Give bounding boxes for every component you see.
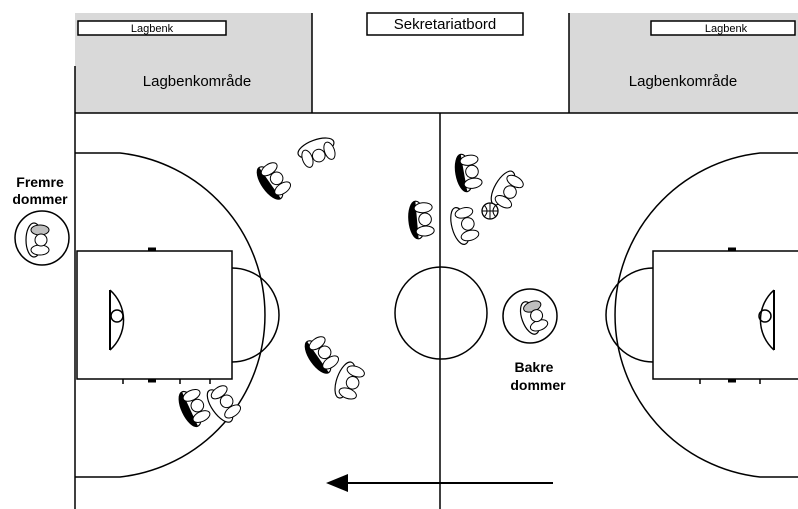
player-figure-icon	[446, 202, 482, 247]
bench-area-left: Lagbenk Lagbenkområde	[75, 13, 313, 113]
lead-official-label-line2: dommer	[12, 191, 68, 207]
player-figure-icon	[406, 199, 436, 241]
scorer-table: Sekretariatbord	[366, 12, 524, 36]
player-figure-icon	[251, 157, 295, 204]
trail-official-label-line2: dommer	[510, 377, 566, 393]
player-figure-icon	[452, 150, 484, 194]
player-figure-icon	[299, 331, 343, 378]
bench-box-right	[650, 20, 796, 36]
lane-marks	[122, 247, 761, 384]
bench-label-right: Lagbenk	[705, 23, 748, 35]
trail-official-label-line1: Bakre	[515, 359, 554, 375]
bench-area-label-left: Lagbenkområde	[143, 73, 251, 90]
player-figure-icon	[174, 384, 214, 431]
bench-label-left: Lagbenk	[131, 23, 174, 35]
player-figure-icon	[330, 358, 368, 404]
basketball-icon	[481, 202, 499, 220]
scorer-table-label: Sekretariatbord	[394, 16, 497, 33]
bench-area-label-right: Lagbenkområde	[629, 73, 737, 90]
arrow-left-icon	[326, 474, 553, 492]
bench-area-right: Lagbenk Lagbenkområde	[568, 13, 798, 113]
bench-box-left	[77, 20, 227, 36]
player-figure-icon	[201, 380, 245, 427]
players	[174, 133, 528, 431]
court-lines	[74, 66, 798, 509]
lead-official-label-line1: Fremre	[16, 174, 64, 190]
trail-official: Bakre dommer	[502, 288, 566, 393]
lead-official: Fremre dommer	[12, 174, 70, 266]
player-figure-icon	[294, 133, 340, 171]
